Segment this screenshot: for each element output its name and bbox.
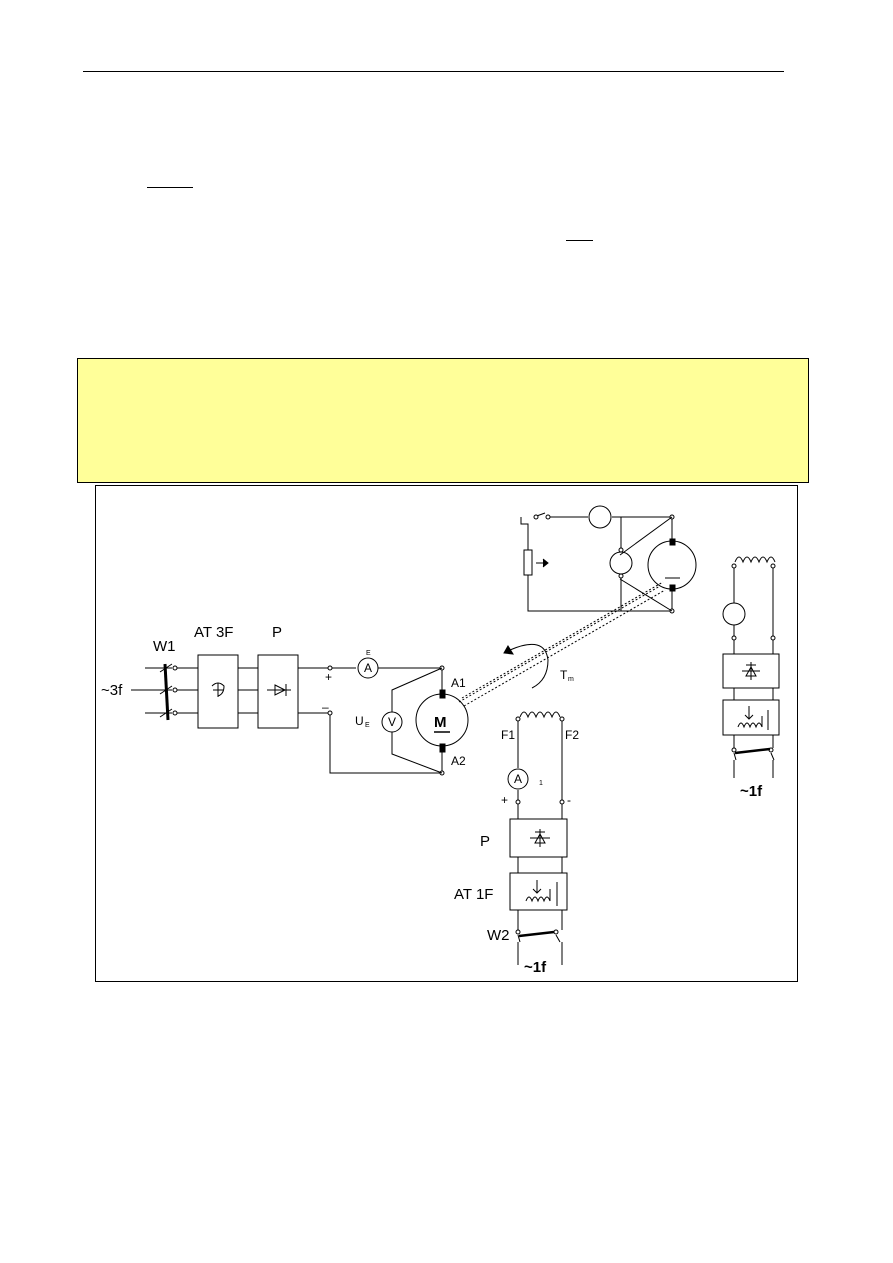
- autotransformer-1f: [509, 872, 568, 911]
- supply-1f-bottom-label: ~1f: [524, 959, 547, 976]
- rectifier-aux: [722, 653, 780, 689]
- circuit-schematic: W1 AT 3F P ~3f A E V U E + – A1 A2 M T m…: [101, 505, 780, 976]
- ammeter-field-icon: [507, 768, 529, 790]
- voltmeter-label: V: [388, 715, 396, 729]
- ammeter-field-sub: 1: [539, 780, 543, 787]
- three-phase-supply: [131, 663, 198, 721]
- diagram-frame: [95, 485, 798, 982]
- autotransformer-3f: [197, 654, 239, 729]
- motor-label: M: [434, 714, 447, 731]
- underline-rule: [147, 187, 193, 188]
- header-rule: [83, 71, 784, 72]
- plus-top-label: +: [325, 670, 332, 684]
- torque-sub: m: [568, 676, 574, 683]
- autotransformer-1f-label: AT 1F: [454, 886, 493, 903]
- ue-label: U: [355, 714, 364, 728]
- ammeter-armature-label: A: [364, 661, 372, 675]
- voltmeter-icon: [381, 711, 403, 733]
- rectifier-field: [509, 818, 568, 858]
- generator-loop: [520, 512, 675, 614]
- highlight-banner: [77, 358, 809, 483]
- generator-icon: [647, 540, 697, 590]
- meter-top-series: [588, 505, 612, 529]
- terminal-a2-label: A2: [451, 754, 466, 768]
- underline-rule: [566, 240, 593, 241]
- switch-w2-label: W2: [487, 927, 510, 944]
- shaft-coupling: [458, 585, 661, 703]
- autotransformer-3f-label: AT 3F: [194, 624, 233, 641]
- meter-aux-icon: [722, 602, 746, 626]
- terminal-f2-label: F2: [565, 728, 579, 742]
- rectifier-field-label: P: [480, 833, 490, 850]
- plus-field-label: +: [501, 793, 508, 807]
- supply-1f-right-label: ~1f: [740, 783, 763, 800]
- rectifier-top: [257, 654, 299, 729]
- torque-arrow: [509, 643, 549, 689]
- torque-label: T: [560, 668, 568, 682]
- terminal-a1-label: A1: [451, 676, 466, 690]
- ue-sub: E: [365, 722, 370, 729]
- ammeter-field-label: A: [514, 772, 522, 786]
- rectifier-top-label: P: [272, 624, 282, 641]
- minus-field-label: -: [567, 793, 571, 807]
- minus-top-label: –: [322, 700, 329, 714]
- terminal-f1-label: F1: [501, 728, 515, 742]
- potentiometer: [523, 549, 533, 576]
- ammeter-armature-sub: E: [366, 650, 371, 657]
- supply-3f-label: ~3f: [101, 682, 123, 699]
- field-circuit: [515, 711, 565, 965]
- autotransformer-aux: [722, 699, 780, 736]
- meter-top-shunt: [609, 551, 633, 575]
- auxiliary-supply: [731, 556, 776, 778]
- switch-w1-label: W1: [153, 638, 176, 655]
